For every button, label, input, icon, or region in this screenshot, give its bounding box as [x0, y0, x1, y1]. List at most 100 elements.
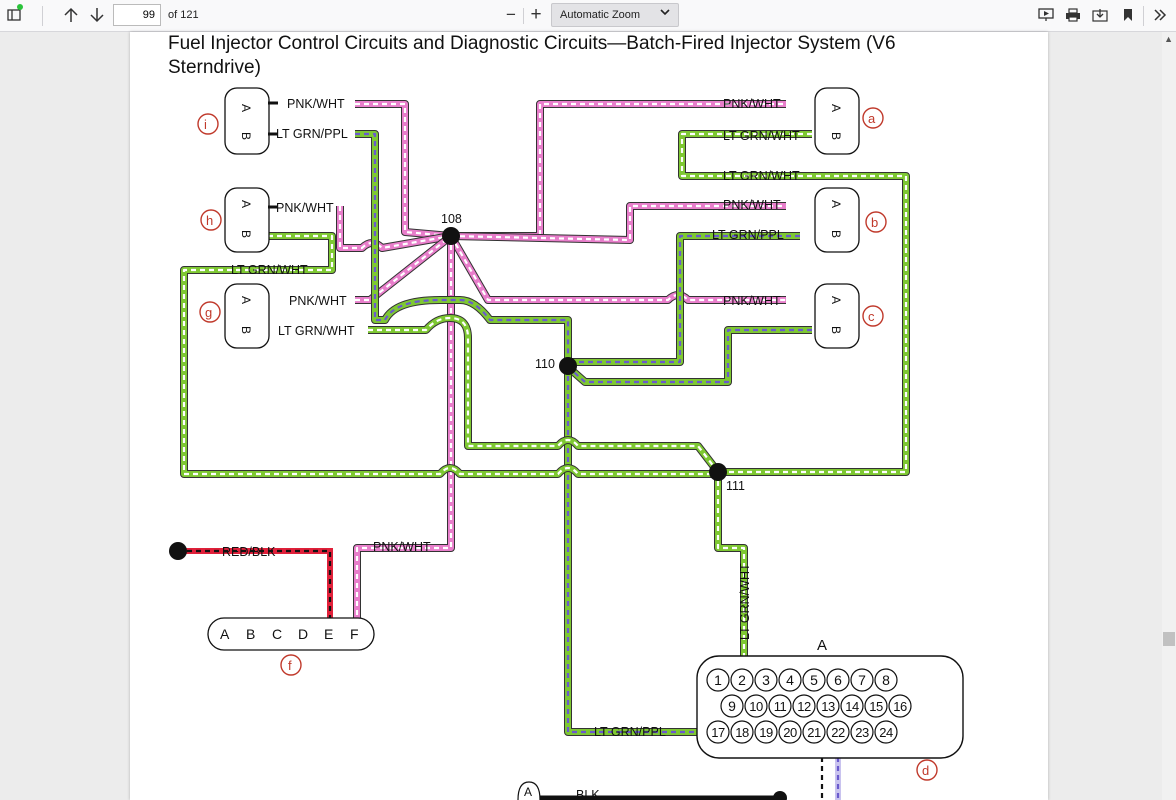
page-count-label: of 121: [168, 9, 199, 21]
toolbar-divider: [1143, 6, 1144, 26]
green-wire-111-to-2: [714, 472, 748, 668]
zoom-in-button[interactable]: +: [530, 4, 542, 25]
green-wire-110-to-17: [564, 367, 700, 736]
next-page-button[interactable]: [86, 3, 108, 27]
injector-c: A B c PNK/WHT: [723, 283, 884, 349]
presentation-icon: [1038, 8, 1054, 21]
sidebar-toggle-icon[interactable]: [4, 3, 24, 27]
injector-c-wire-a: PNK/WHT: [723, 294, 781, 308]
injector-i: A B i PNK/WHT LT GRN/PPL: [197, 87, 348, 155]
connector-f-pin-e: E: [324, 626, 333, 642]
injector-h-callout: [200, 209, 222, 231]
injector-g-wire-b: LT GRN/WHT: [278, 324, 355, 338]
splice-108: 108: [441, 212, 462, 245]
injector-i-wire-b: LT GRN/PPL: [276, 127, 348, 141]
green-wire-h-loop: [180, 232, 718, 478]
splice-108-label: 108: [441, 212, 462, 226]
splice-110-label: 110: [535, 357, 555, 371]
injector-g-pin-a: A: [239, 296, 253, 304]
download-icon: [1092, 9, 1108, 22]
injector-h-pin-a: A: [239, 200, 253, 208]
notification-dot: [17, 4, 23, 10]
arrow-up-icon: [64, 7, 78, 22]
green-wire-g-to-111: [368, 314, 722, 475]
splice-110: 110: [535, 357, 577, 375]
connector-d-pin-21: [802, 720, 826, 744]
injector-b-callout: [865, 211, 887, 233]
pink-wire-f: [353, 236, 455, 618]
connector-d-pin-16-label: 16: [893, 699, 907, 714]
connector-d-id: d: [922, 763, 929, 778]
connector-d-pin-8: [874, 668, 898, 692]
connector-d-pin-7: [850, 668, 874, 692]
bookmark-button[interactable]: [1118, 3, 1138, 27]
connector-d-pin2-wire-label: LT GRN/WHT: [738, 563, 752, 640]
vertical-scrollbar[interactable]: [1162, 32, 1176, 800]
injector-h-id: h: [206, 213, 213, 228]
page-number-input[interactable]: [113, 4, 161, 26]
connector-d-pin-9: [720, 694, 744, 718]
injector-a: A B a PNK/WHT LT GRN/WHT LT GRN/WHT: [723, 87, 884, 183]
zoom-select-value: Automatic Zoom: [560, 9, 641, 21]
tools-menu-button[interactable]: [1150, 3, 1170, 27]
zoom-select[interactable]: Automatic Zoom: [551, 3, 679, 27]
printer-icon: [1066, 8, 1080, 22]
double-chevron-right-icon: [1154, 9, 1167, 21]
injector-g: A B g PNK/WHT LT GRN/WHT: [199, 283, 355, 349]
connector-f-id: f: [288, 658, 292, 673]
connector-d-pin-23: [850, 720, 874, 744]
connector-d-pin-1: [706, 668, 730, 692]
connector-d-pin-17-label: 17: [711, 725, 725, 740]
injector-i-callout: [197, 113, 219, 135]
injector-h-wire-b: LT GRN/WHT: [231, 263, 308, 277]
previous-page-button[interactable]: [60, 3, 82, 27]
connector-d-pin-11-label: 11: [774, 699, 787, 714]
connector-d-pin-3-label: 3: [762, 672, 770, 688]
injector-i-pin-b: B: [239, 132, 253, 140]
connector-d-pin-22-label: 22: [831, 725, 845, 740]
bottom-connector: A BLK: [517, 781, 787, 800]
bookmark-icon: [1124, 9, 1132, 21]
injector-g-id: g: [205, 305, 212, 320]
save-button[interactable]: [1090, 3, 1110, 27]
connector-d-pin-19-label: 19: [759, 725, 773, 740]
connector-d-pin-13: [816, 694, 840, 718]
connector-d-pin-5-label: 5: [810, 672, 818, 688]
splice-111-label: 111: [726, 479, 745, 493]
connector-d-pin-10-label: 10: [749, 699, 763, 714]
scrollbar-thumb[interactable]: [1163, 632, 1175, 646]
connector-f-pin-f: F: [350, 626, 359, 642]
injector-b-pin-a: A: [829, 200, 843, 208]
injector-h: A B h PNK/WHT LT GRN/WHT: [200, 187, 334, 277]
connector-d-pin-22: [826, 720, 850, 744]
page-title: Fuel Injector Control Circuits and Diagn…: [168, 33, 896, 78]
injector-a-id: a: [868, 111, 876, 126]
scroll-up-arrow-icon[interactable]: ▲: [1164, 34, 1173, 44]
connector-d-pin-2: [730, 668, 754, 692]
bottom-wire-label: BLK: [576, 788, 600, 800]
zoom-out-button[interactable]: −: [506, 5, 516, 24]
pink-wire-i: [355, 100, 452, 240]
injector-b-wire-b: LT GRN/PPL: [712, 228, 784, 242]
connector-d-pin-1-label: 1: [714, 672, 722, 688]
connector-f-pin-a: A: [220, 626, 230, 642]
connector-d-pin-5: [802, 668, 826, 692]
connector-f-pin-d: D: [298, 626, 308, 642]
injector-a-pin-b: B: [829, 132, 843, 140]
print-button[interactable]: [1063, 3, 1083, 27]
injector-b-id: b: [871, 215, 878, 230]
red-black-wire: [178, 548, 333, 618]
injector-b-pin-b: B: [829, 230, 843, 238]
arrow-down-icon: [90, 8, 104, 23]
injector-c-id: c: [868, 309, 875, 324]
connector-d-label: A: [817, 637, 827, 654]
injector-h-wire-a: PNK/WHT: [276, 201, 334, 215]
presentation-mode-button[interactable]: [1036, 3, 1056, 27]
bottom-connector-label: A: [524, 785, 532, 799]
connector-d-pin-18: [730, 720, 754, 744]
injector-a-wire-a: PNK/WHT: [723, 97, 781, 111]
connector-d-pin-15: [864, 694, 888, 718]
connector-d-pin-6-label: 6: [834, 672, 842, 688]
injector-a-wire-b: LT GRN/WHT: [723, 129, 800, 143]
connector-d-pin-14-label: 14: [845, 699, 859, 714]
